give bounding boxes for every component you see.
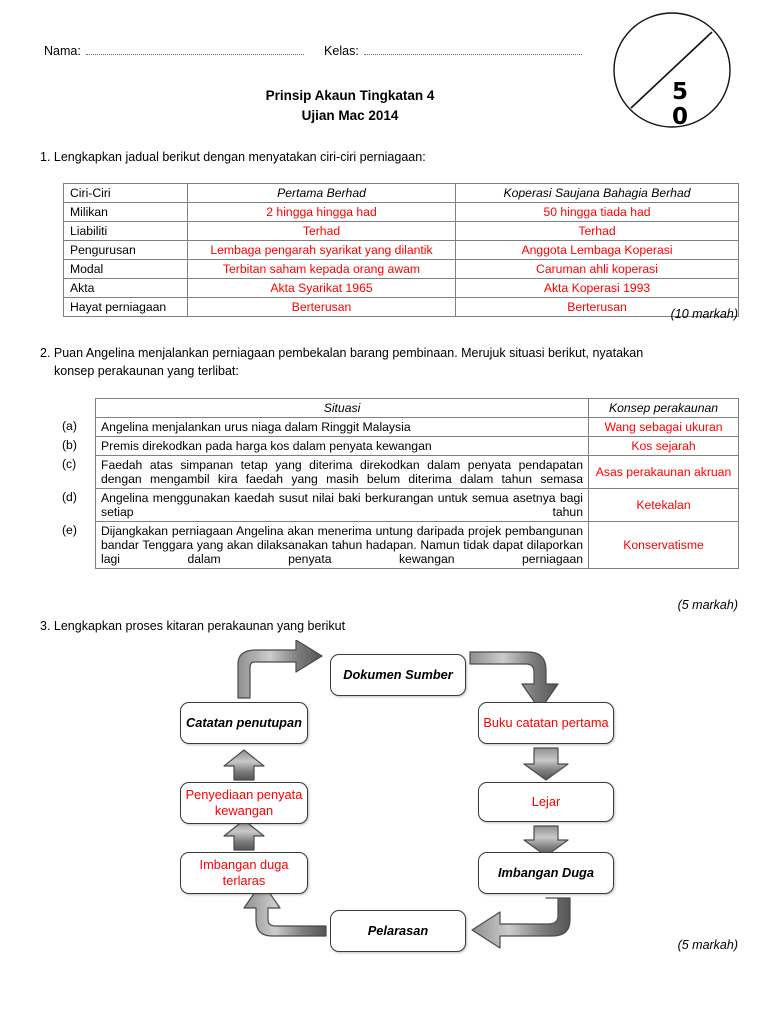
nama-label: Nama: xyxy=(44,44,81,58)
total-marks-digit-bottom: 0 xyxy=(672,104,689,130)
cycle-node-dokumen-sumber: Dokumen Sumber xyxy=(330,654,466,696)
table1-answer-pertama-berhad[interactable]: Berterusan xyxy=(187,297,456,317)
table2-konsep-answer[interactable]: Konservatisme xyxy=(588,521,739,569)
table2-konsep-answer[interactable]: Ketekalan xyxy=(588,488,739,522)
table1-row-label: Pengurusan xyxy=(63,240,188,260)
table2-row-letter: (d) xyxy=(62,490,77,504)
question-1-marks: (10 markah) xyxy=(670,307,738,321)
question-2-prompt-line2: konsep perakaunan yang terlibat: xyxy=(54,364,239,378)
table1-answer-pertama-berhad[interactable]: 2 hingga hingga had xyxy=(187,202,456,222)
page-title: Prinsip Akaun Tingkatan 4 Ujian Mac 2014 xyxy=(0,86,700,126)
title-subject: Prinsip Akaun Tingkatan 4 xyxy=(265,88,435,103)
table-row: Dijangkakan perniagaan Angelina akan men… xyxy=(95,521,739,569)
table1-header-cell: Koperasi Saujana Bahagia Berhad xyxy=(455,183,739,203)
question-2-prompt-line1: 2. Puan Angelina menjalankan perniagaan … xyxy=(40,346,644,360)
cycle-node-imbangan-duga-terlaras[interactable]: Imbangan duga terlaras xyxy=(180,852,308,894)
table-row: Angelina menggunakan kaedah susut nilai … xyxy=(95,488,739,522)
table2-row-letter: (c) xyxy=(62,457,77,471)
arrow-imbterlaras-to-penyediaan xyxy=(223,819,265,851)
table2-konsep-answer[interactable]: Wang sebagai ukuran xyxy=(588,417,739,437)
table1-answer-koperasi[interactable]: 50 hingga tiada had xyxy=(455,202,739,222)
total-marks-circle: 5 0 xyxy=(608,8,736,136)
cycle-node-penyediaan-penyata[interactable]: Penyediaan penyata kewangan xyxy=(180,782,308,824)
cycle-node-pelarasan: Pelarasan xyxy=(330,910,466,952)
question-1-prompt: 1. Lengkapkan jadual berikut dengan meny… xyxy=(40,150,426,164)
kelas-label: Kelas: xyxy=(324,44,359,58)
table1-header-cell: Pertama Berhad xyxy=(187,183,456,203)
table2-situasi-cell: Premis direkodkan pada harga kos dalam p… xyxy=(95,436,589,456)
cycle-node-imbangan-duga: Imbangan Duga xyxy=(478,852,614,894)
table1-answer-pertama-berhad[interactable]: Akta Syarikat 1965 xyxy=(187,278,456,298)
kelas-input-line[interactable] xyxy=(363,45,583,55)
table2-situasi-cell: Angelina menggunakan kaedah susut nilai … xyxy=(95,488,589,522)
student-id-line: Nama: Kelas: xyxy=(44,44,584,58)
table1-row-label: Akta xyxy=(63,278,188,298)
question-3-marks: (5 markah) xyxy=(677,938,738,952)
table-row: Angelina menjalankan urus niaga dalam Ri… xyxy=(95,417,739,437)
table1-answer-pertama-berhad[interactable]: Lembaga pengarah syarikat yang dilantik xyxy=(187,240,456,260)
table1-answer-koperasi[interactable]: Akta Koperasi 1993 xyxy=(455,278,739,298)
total-marks-value: 5 0 xyxy=(672,80,688,130)
table1-answer-koperasi[interactable]: Caruman ahli koperasi xyxy=(455,259,739,279)
table1-answer-koperasi[interactable]: Terhad xyxy=(455,221,739,241)
table2-row-letter: (e) xyxy=(62,523,77,537)
cycle-node-catatan-penutupan: Catatan penutupan xyxy=(180,702,308,744)
table2-situasi-cell: Faedah atas simpanan tetap yang diterima… xyxy=(95,455,589,489)
table2-row-letter: (b) xyxy=(62,438,77,452)
table2-konsep-answer[interactable]: Asas perakaunan akruan xyxy=(588,455,739,489)
nama-input-line[interactable] xyxy=(85,45,305,55)
table-row: Premis direkodkan pada harga kos dalam p… xyxy=(95,436,739,456)
table1-answer-pertama-berhad[interactable]: Terhad xyxy=(187,221,456,241)
table1-answer-pertama-berhad[interactable]: Terbitan saham kepada orang awam xyxy=(187,259,456,279)
cycle-node-buku-catatan-pertama[interactable]: Buku catatan pertama xyxy=(478,702,614,744)
table1-row-label: Modal xyxy=(63,259,188,279)
question-2-prompt: 2. Puan Angelina menjalankan perniagaan … xyxy=(40,344,740,380)
arrow-catatan-to-dokumen xyxy=(237,640,323,699)
title-exam: Ujian Mac 2014 xyxy=(301,108,399,123)
table1-answer-koperasi[interactable]: Berterusan xyxy=(455,297,739,317)
table2-header-cell: Konsep perakaunan xyxy=(588,398,739,418)
arrow-penyediaan-to-catatan xyxy=(223,749,265,781)
table2-konsep-answer[interactable]: Kos sejarah xyxy=(588,436,739,456)
table-row: Faedah atas simpanan tetap yang diterima… xyxy=(95,455,739,489)
accounting-cycle-diagram: Dokumen Sumber Buku catatan pertama Leja… xyxy=(0,640,768,970)
table2-situasi-cell: Dijangkakan perniagaan Angelina akan men… xyxy=(95,521,589,569)
question-2-marks: (5 markah) xyxy=(677,598,738,612)
table1-row-label: Hayat perniagaan xyxy=(63,297,188,317)
cycle-node-lejar[interactable]: Lejar xyxy=(478,782,614,822)
arrow-buku-to-lejar xyxy=(523,747,569,781)
table1-header-cell: Ciri-Ciri xyxy=(63,183,188,203)
table1-row-label: Liabiliti xyxy=(63,221,188,241)
table2-situasi-cell: Angelina menjalankan urus niaga dalam Ri… xyxy=(95,417,589,437)
table1-answer-koperasi[interactable]: Anggota Lembaga Koperasi xyxy=(455,240,739,260)
total-marks-digit-top: 5 xyxy=(672,79,689,105)
table2-row-letter: (a) xyxy=(62,419,77,433)
table1-row-label: Milikan xyxy=(63,202,188,222)
question-3-prompt: 3. Lengkapkan proses kitaran perakaunan … xyxy=(40,619,346,633)
table2-header-cell: Situasi xyxy=(95,398,589,418)
